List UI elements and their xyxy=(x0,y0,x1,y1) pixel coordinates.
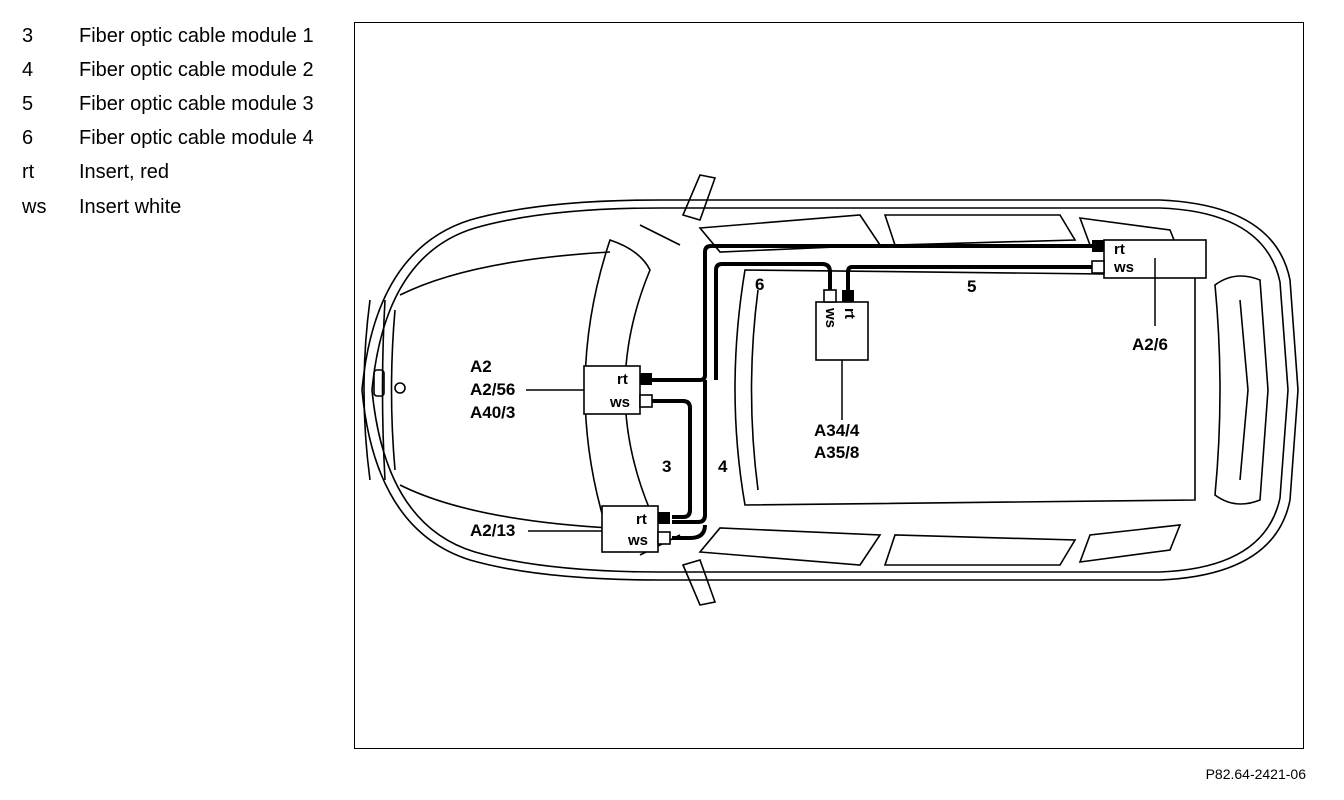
insert-rt-label: rt xyxy=(617,371,628,388)
legend-row: rt Insert, red xyxy=(0,161,350,191)
legend-text: Insert, red xyxy=(79,161,170,183)
cable-link xyxy=(672,524,707,540)
insert-rt-label: rt xyxy=(841,308,858,319)
legend-text: Fiber optic cable module 2 xyxy=(79,59,314,81)
cable-6-label: 6 xyxy=(755,275,764,294)
legend-text: Insert white xyxy=(79,196,182,218)
cable-6 xyxy=(714,262,832,380)
module-a2-label: A2 xyxy=(470,357,492,376)
cable-4-lower xyxy=(672,380,707,524)
insert-ws-label: ws xyxy=(1113,259,1134,276)
module-a34-4: ws rt xyxy=(815,289,869,361)
module-a40-3-label: A40/3 xyxy=(470,403,515,422)
legend-key: 5 xyxy=(22,93,34,115)
legend-text: Fiber optic cable module 4 xyxy=(79,127,314,149)
legend-row: 6 Fiber optic cable module 4 xyxy=(0,127,350,157)
legend-key: rt xyxy=(22,161,35,183)
insert-ws-label: ws xyxy=(627,532,648,549)
insert-rt-label: rt xyxy=(1114,241,1125,258)
diagram-frame xyxy=(354,22,1304,749)
module-a35-8-label: A35/8 xyxy=(814,443,859,462)
insert-ws-label: ws xyxy=(822,307,839,328)
module-a2-6: rt ws xyxy=(1091,239,1207,279)
legend-text: Fiber optic cable module 1 xyxy=(79,25,314,47)
legend-row: 3 Fiber optic cable module 1 xyxy=(0,25,350,55)
cable-4-label: 4 xyxy=(718,457,728,476)
cable-5-label: 5 xyxy=(967,277,976,296)
legend: 3 Fiber optic cable module 1 4 Fiber opt… xyxy=(0,0,350,240)
insert-rt-label: rt xyxy=(636,511,647,528)
module-a2: rt ws xyxy=(583,365,653,415)
module-a34-4-label: A34/4 xyxy=(814,421,860,440)
cable-5 xyxy=(846,265,1092,290)
figure-reference: P82.64-2421-06 xyxy=(1205,766,1306,782)
legend-row: 5 Fiber optic cable module 3 xyxy=(0,93,350,123)
legend-key: 3 xyxy=(22,25,34,47)
legend-key: 6 xyxy=(22,127,34,149)
legend-row: 4 Fiber optic cable module 2 xyxy=(0,59,350,89)
fiber-cables xyxy=(652,244,1092,540)
module-a2-56-label: A2/56 xyxy=(470,380,515,399)
legend-key: 4 xyxy=(22,59,34,81)
legend-key: ws xyxy=(22,196,47,218)
cable-3 xyxy=(652,399,692,519)
legend-text: Fiber optic cable module 3 xyxy=(79,93,314,115)
module-a2-13: rt ws xyxy=(601,505,671,553)
legend-row: ws Insert white xyxy=(0,196,350,226)
cable-3-label: 3 xyxy=(662,457,671,476)
insert-ws-label: ws xyxy=(609,394,630,411)
cable-4-upper xyxy=(652,244,1092,382)
module-a2-13-label: A2/13 xyxy=(470,521,515,540)
module-a2-6-label: A2/6 xyxy=(1132,335,1168,354)
